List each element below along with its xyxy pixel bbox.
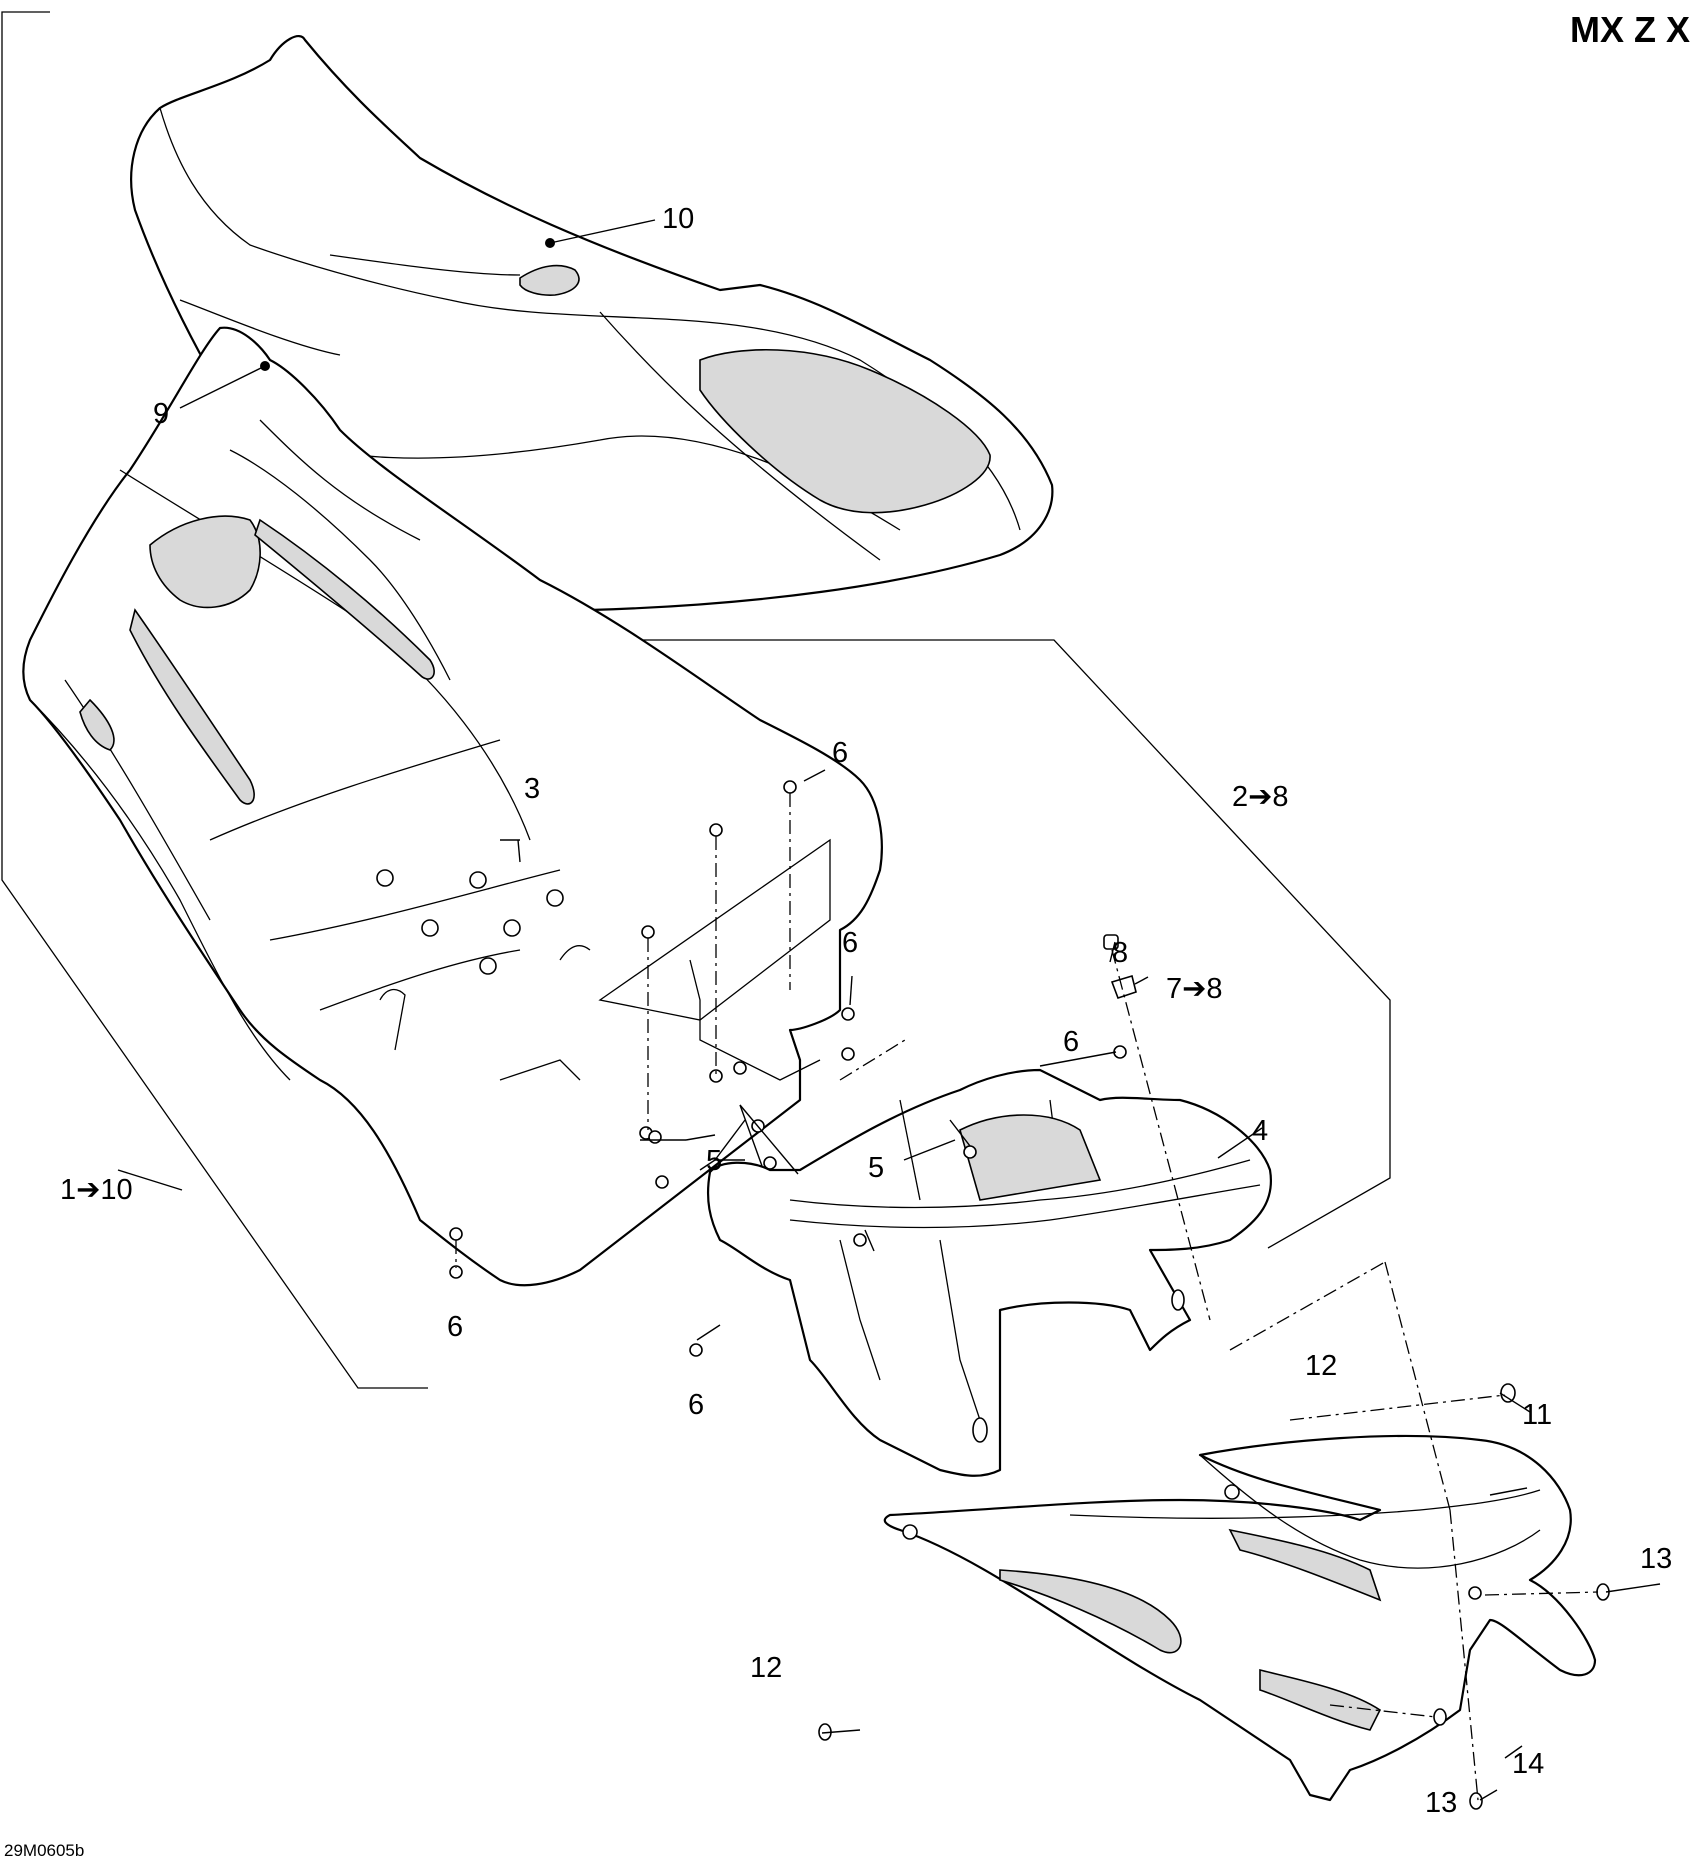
- callout-6-bottom: 6: [447, 1311, 463, 1343]
- callout-11: 11: [1522, 1399, 1552, 1431]
- callout-1-10: 1➔10: [60, 1174, 133, 1206]
- model-label: MX Z X: [1570, 9, 1690, 50]
- callout-3: 3: [524, 773, 540, 805]
- leader-lines: [117, 219, 1661, 1801]
- callout-6-fwd: 6: [1063, 1026, 1079, 1058]
- callout-8: 8: [1112, 937, 1128, 969]
- callout-5-left: 5: [706, 1145, 722, 1177]
- assembly-bracket-2-8: [345, 639, 1391, 1249]
- assembly-lines: [455, 793, 1599, 1801]
- callout-13-right: 13: [1640, 1543, 1672, 1575]
- callout-labels: 10 9 3 6 6 5 1➔10 6 2➔8 8 7➔8 6 4 5 6 12…: [60, 203, 1672, 1819]
- callout-12-bottom: 12: [750, 1652, 782, 1684]
- callout-4: 4: [1252, 1115, 1268, 1147]
- callout-6-mid: 6: [842, 927, 858, 959]
- callout-7-8: 7➔8: [1166, 973, 1223, 1005]
- assembly-bracket-1-10: [1, 11, 428, 1389]
- callout-13-bottom: 13: [1425, 1787, 1457, 1819]
- callout-2-8: 2➔8: [1232, 781, 1289, 813]
- callout-12-top: 12: [1305, 1350, 1337, 1382]
- callout-6-top: 6: [832, 737, 848, 769]
- reference-code: 29M0605b: [4, 1841, 84, 1860]
- seat-base-part: [22, 326, 883, 1287]
- callout-9: 9: [153, 398, 169, 430]
- callout-6-low: 6: [688, 1389, 704, 1421]
- fairing-part: [883, 1434, 1597, 1802]
- callout-10: 10: [662, 203, 694, 235]
- callout-14: 14: [1512, 1748, 1544, 1780]
- callout-5-right: 5: [868, 1152, 884, 1184]
- front-support-part: [706, 1068, 1273, 1477]
